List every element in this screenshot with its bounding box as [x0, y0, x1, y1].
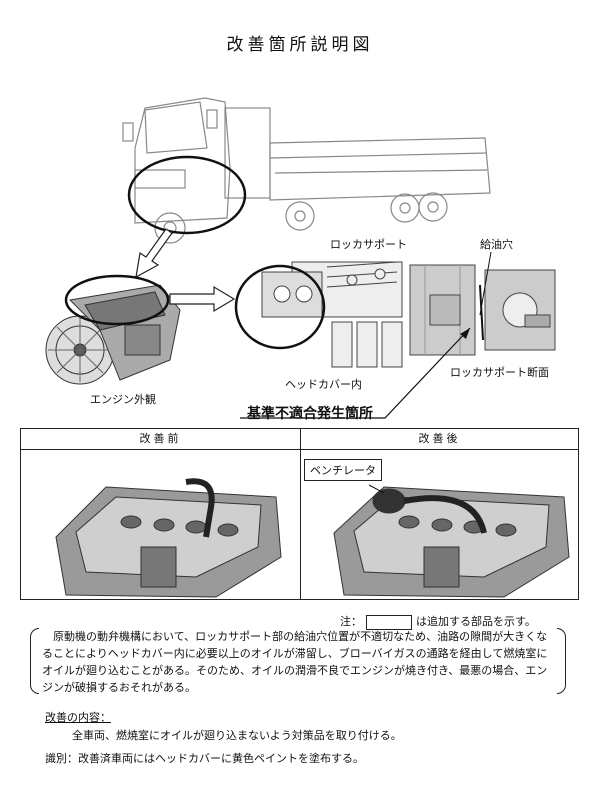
rocker-support-section-illustration: [409, 264, 556, 356]
rocker-support-section-label: ロッカサポート断面: [450, 366, 549, 379]
truck-engine-highlight: [127, 155, 247, 235]
oil-hole-pointer: [479, 251, 492, 316]
defect-description: 原動機の動弁機構において、ロッカサポート部の給油穴位置が不適切なため、油路の隙間…: [30, 628, 566, 696]
arrow-to-head-cover-icon: [169, 285, 236, 313]
improvement-heading: 改善の内容：: [45, 711, 111, 724]
description-text: 原動機の動弁機構において、ロッカサポート部の給油穴位置が不適切なため、油路の隙間…: [42, 630, 548, 694]
legend-note: 注： は追加する部品を示す。: [340, 613, 536, 630]
ventilator-callout: ベンチレータ: [304, 459, 382, 481]
before-header: 改善前: [21, 429, 300, 450]
engine-illustration: [45, 284, 181, 385]
engine-head-highlight: [64, 274, 170, 326]
truck-illustration: [122, 97, 491, 244]
left-bracket: [30, 628, 39, 694]
engine-exterior-label: エンジン外観: [90, 393, 156, 406]
nonconformity-leader-line: [240, 327, 471, 419]
after-header: 改善後: [301, 429, 578, 450]
right-bracket: [557, 628, 566, 694]
page-title: 改善箇所説明図: [226, 35, 374, 55]
oil-hole-label: 給油穴: [480, 238, 513, 251]
added-part-swatch: [366, 614, 412, 630]
arrow-to-engine-icon: [135, 228, 173, 279]
head-cover-illustration: [261, 261, 403, 368]
note-prefix: 注：: [340, 615, 362, 628]
identification-text: 識別：改善済車両にはヘッドカバーに黄色ペイントを塗布する。: [45, 752, 364, 765]
note-suffix: は追加する部品を示す。: [416, 615, 536, 628]
before-engine-photo: [55, 478, 282, 598]
improvement-body: 全車両、燃焼室にオイルが廻り込まないよう対策品を取り付ける。: [72, 729, 402, 742]
after-engine-photo: [333, 484, 570, 598]
rocker-support-label: ロッカサポート: [330, 238, 407, 251]
head-cover-inside-label: ヘッドカバー内: [285, 378, 362, 391]
table-divider: [300, 429, 301, 599]
rocker-support-highlight: [234, 264, 326, 350]
before-after-table: 改善前 改善後 ベンチレータ: [20, 428, 579, 600]
